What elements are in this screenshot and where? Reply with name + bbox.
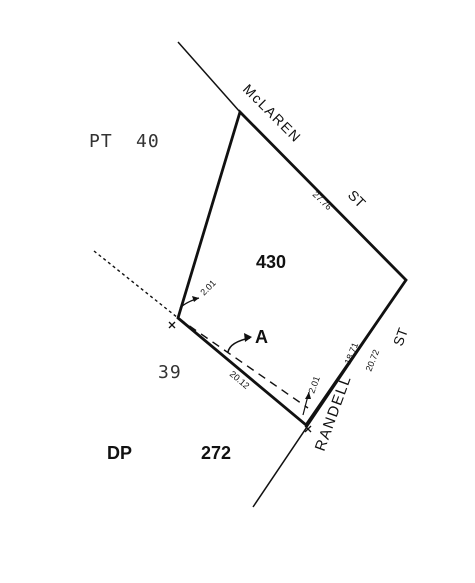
dotted-extension-line: [93, 250, 179, 319]
street-suffix-st-1: ST: [345, 187, 369, 211]
parcel-pt-number: 40: [136, 131, 160, 152]
lot-430-boundary: [176, 109, 408, 428]
offset-arrowhead-south-icon: [305, 392, 311, 399]
measure-north-east-side: 27.76: [311, 189, 334, 212]
corner-marker-south: [304, 425, 312, 433]
measure-offset-west: 2.01: [198, 278, 217, 297]
measure-offset-south: 2.01: [306, 375, 321, 395]
offset-arrowhead-west-icon: [192, 296, 199, 302]
dashed-offset-line: [177, 317, 309, 409]
neighbor-lot-number: 39: [158, 362, 182, 383]
street-suffix-st-2: ST: [390, 325, 411, 348]
point-a-label: A: [255, 327, 268, 347]
measure-south-west-side: 20.12: [228, 369, 252, 391]
lot-number: 430: [256, 252, 286, 272]
street-name-mclaren: McLAREN: [240, 81, 305, 146]
plan-dp-label: DP: [107, 443, 132, 463]
measure-south-east-outer: 20.72: [364, 348, 382, 373]
point-a-arrowhead-icon: [244, 333, 252, 342]
measure-south-east-inner: 18.71: [343, 341, 361, 366]
corner-marker-west: [168, 321, 176, 329]
plan-dp-number: 272: [201, 443, 231, 463]
parcel-pt-label: PT: [89, 131, 113, 152]
mclaren-street-line: [177, 41, 241, 113]
